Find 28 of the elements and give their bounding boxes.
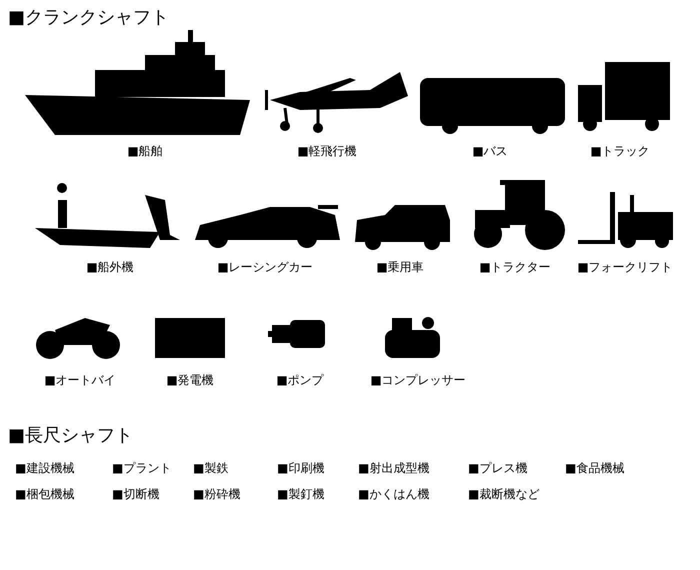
item-label: ■船外機 (86, 259, 134, 276)
list-item: ■食品機械 (565, 460, 624, 477)
list-item: ■裁断機など (468, 486, 540, 503)
item-label: ■バス (472, 143, 508, 160)
item-label: ■乗用車 (376, 259, 424, 276)
item-label: ■コンプレッサー (370, 372, 466, 389)
item-label: ■ポンプ (276, 372, 324, 389)
list-item: ■印刷機 (277, 460, 324, 477)
list-item: ■製釘機 (277, 486, 324, 503)
list-item: ■プラント (112, 460, 172, 477)
list-item: ■梱包機械 (15, 486, 74, 503)
section-heading: ■クランクシャフト (8, 6, 170, 29)
section-heading: ■長尺シャフト (8, 424, 134, 447)
list-item: ■かくはん機 (358, 486, 430, 503)
item-label: ■軽飛行機 (297, 143, 357, 160)
item-label: ■オートバイ (44, 372, 116, 389)
item-label: ■レーシングカー (217, 259, 313, 276)
item-label: ■船舶 (127, 143, 163, 160)
item-label: ■フォークリフト (577, 259, 673, 276)
list-item: ■粉砕機 (193, 486, 240, 503)
list-item: ■建設機械 (15, 460, 74, 477)
list-item: ■切断機 (112, 486, 160, 503)
list-item: ■製鉄 (193, 460, 228, 477)
item-label: ■トラクター (479, 259, 551, 276)
list-item: ■プレス機 (468, 460, 528, 477)
item-label: ■発電機 (166, 372, 214, 389)
item-label: ■トラック (590, 143, 650, 160)
list-item: ■射出成型機 (358, 460, 430, 477)
